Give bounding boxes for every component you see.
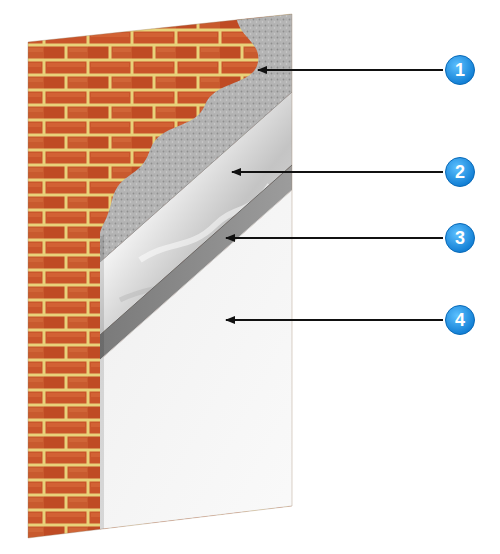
callout-circle: 1 bbox=[445, 55, 475, 85]
finish-layer bbox=[100, 190, 292, 554]
leader-lines bbox=[226, 70, 443, 320]
callout-number: 3 bbox=[455, 229, 465, 247]
callout-number: 2 bbox=[455, 163, 465, 181]
callout-circle: 2 bbox=[445, 157, 475, 187]
callout-number: 4 bbox=[455, 311, 465, 329]
leader-line bbox=[226, 319, 443, 321]
leader-line bbox=[226, 237, 443, 239]
leader-line bbox=[232, 171, 443, 173]
callout-circle: 3 bbox=[445, 223, 475, 253]
leader-line bbox=[258, 69, 443, 71]
callout-circle: 4 bbox=[445, 305, 475, 335]
callout-number: 1 bbox=[455, 61, 465, 79]
